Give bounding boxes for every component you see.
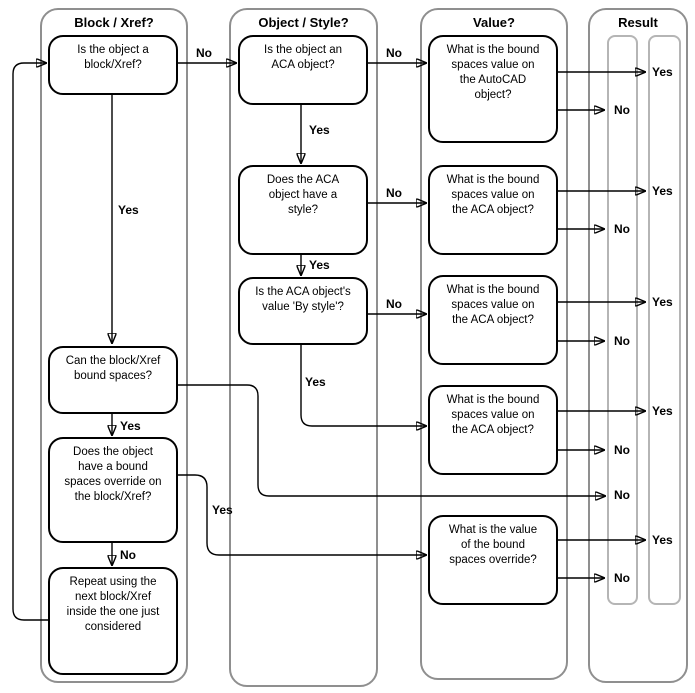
result-label-yes-3: Yes (652, 295, 673, 309)
node-value-aca-1: What is the bound spaces value on the AC… (428, 165, 558, 255)
node-is-block-xref: Is the object a block/Xref? (48, 35, 178, 95)
edge-label-yes-aca-object: Yes (309, 123, 330, 137)
node-value-aca-3: What is the bound spaces value on the AC… (428, 385, 558, 475)
node-value-autocad: What is the bound spaces value on the Au… (428, 35, 558, 143)
column-object-style: Object / Style? (229, 8, 378, 687)
node-by-style: Is the ACA object's value 'By style'? (238, 277, 368, 345)
result-label-no-6: No (614, 571, 630, 585)
node-has-override: Does the object have a bound spaces over… (48, 437, 178, 543)
column-result: Result (588, 8, 688, 683)
node-is-aca-object: Is the object an ACA object? (238, 35, 368, 105)
edge-label-yes-has-style: Yes (309, 258, 330, 272)
edge-label-no-block-xref: No (196, 46, 212, 60)
column-header-object-style: Object / Style? (258, 15, 349, 30)
edge-label-no-has-style: No (386, 186, 402, 200)
node-value-override: What is the value of the bound spaces ov… (428, 515, 558, 605)
edge-label-no-aca-object: No (386, 46, 402, 60)
result-lane-no (607, 35, 638, 605)
column-header-value: Value? (473, 15, 515, 30)
result-label-yes-4: Yes (652, 404, 673, 418)
result-label-yes-5: Yes (652, 533, 673, 547)
edge-label-yes-has-override: Yes (212, 503, 233, 517)
node-can-bound-spaces: Can the block/Xref bound spaces? (48, 346, 178, 414)
edge-label-no-has-override: No (120, 548, 136, 562)
result-label-no-4: No (614, 443, 630, 457)
edge-label-yes-by-style: Yes (305, 375, 326, 389)
result-label-no-3: No (614, 334, 630, 348)
column-header-block-xref: Block / Xref? (74, 15, 154, 30)
edge-label-no-by-style: No (386, 297, 402, 311)
result-label-no-1: No (614, 103, 630, 117)
result-label-yes-1: Yes (652, 65, 673, 79)
result-lane-yes (648, 35, 681, 605)
edge-label-yes-block-xref: Yes (118, 203, 139, 217)
column-block-xref: Block / Xref? (40, 8, 188, 683)
result-label-no-5: No (614, 488, 630, 502)
column-value: Value? (420, 8, 568, 680)
node-value-aca-2: What is the bound spaces value on the AC… (428, 275, 558, 365)
node-repeat-next: Repeat using the next block/Xref inside … (48, 567, 178, 675)
column-header-result: Result (618, 15, 658, 30)
result-label-no-2: No (614, 222, 630, 236)
result-label-yes-2: Yes (652, 184, 673, 198)
edge-label-yes-can-bound: Yes (120, 419, 141, 433)
node-has-style: Does the ACA object have a style? (238, 165, 368, 255)
